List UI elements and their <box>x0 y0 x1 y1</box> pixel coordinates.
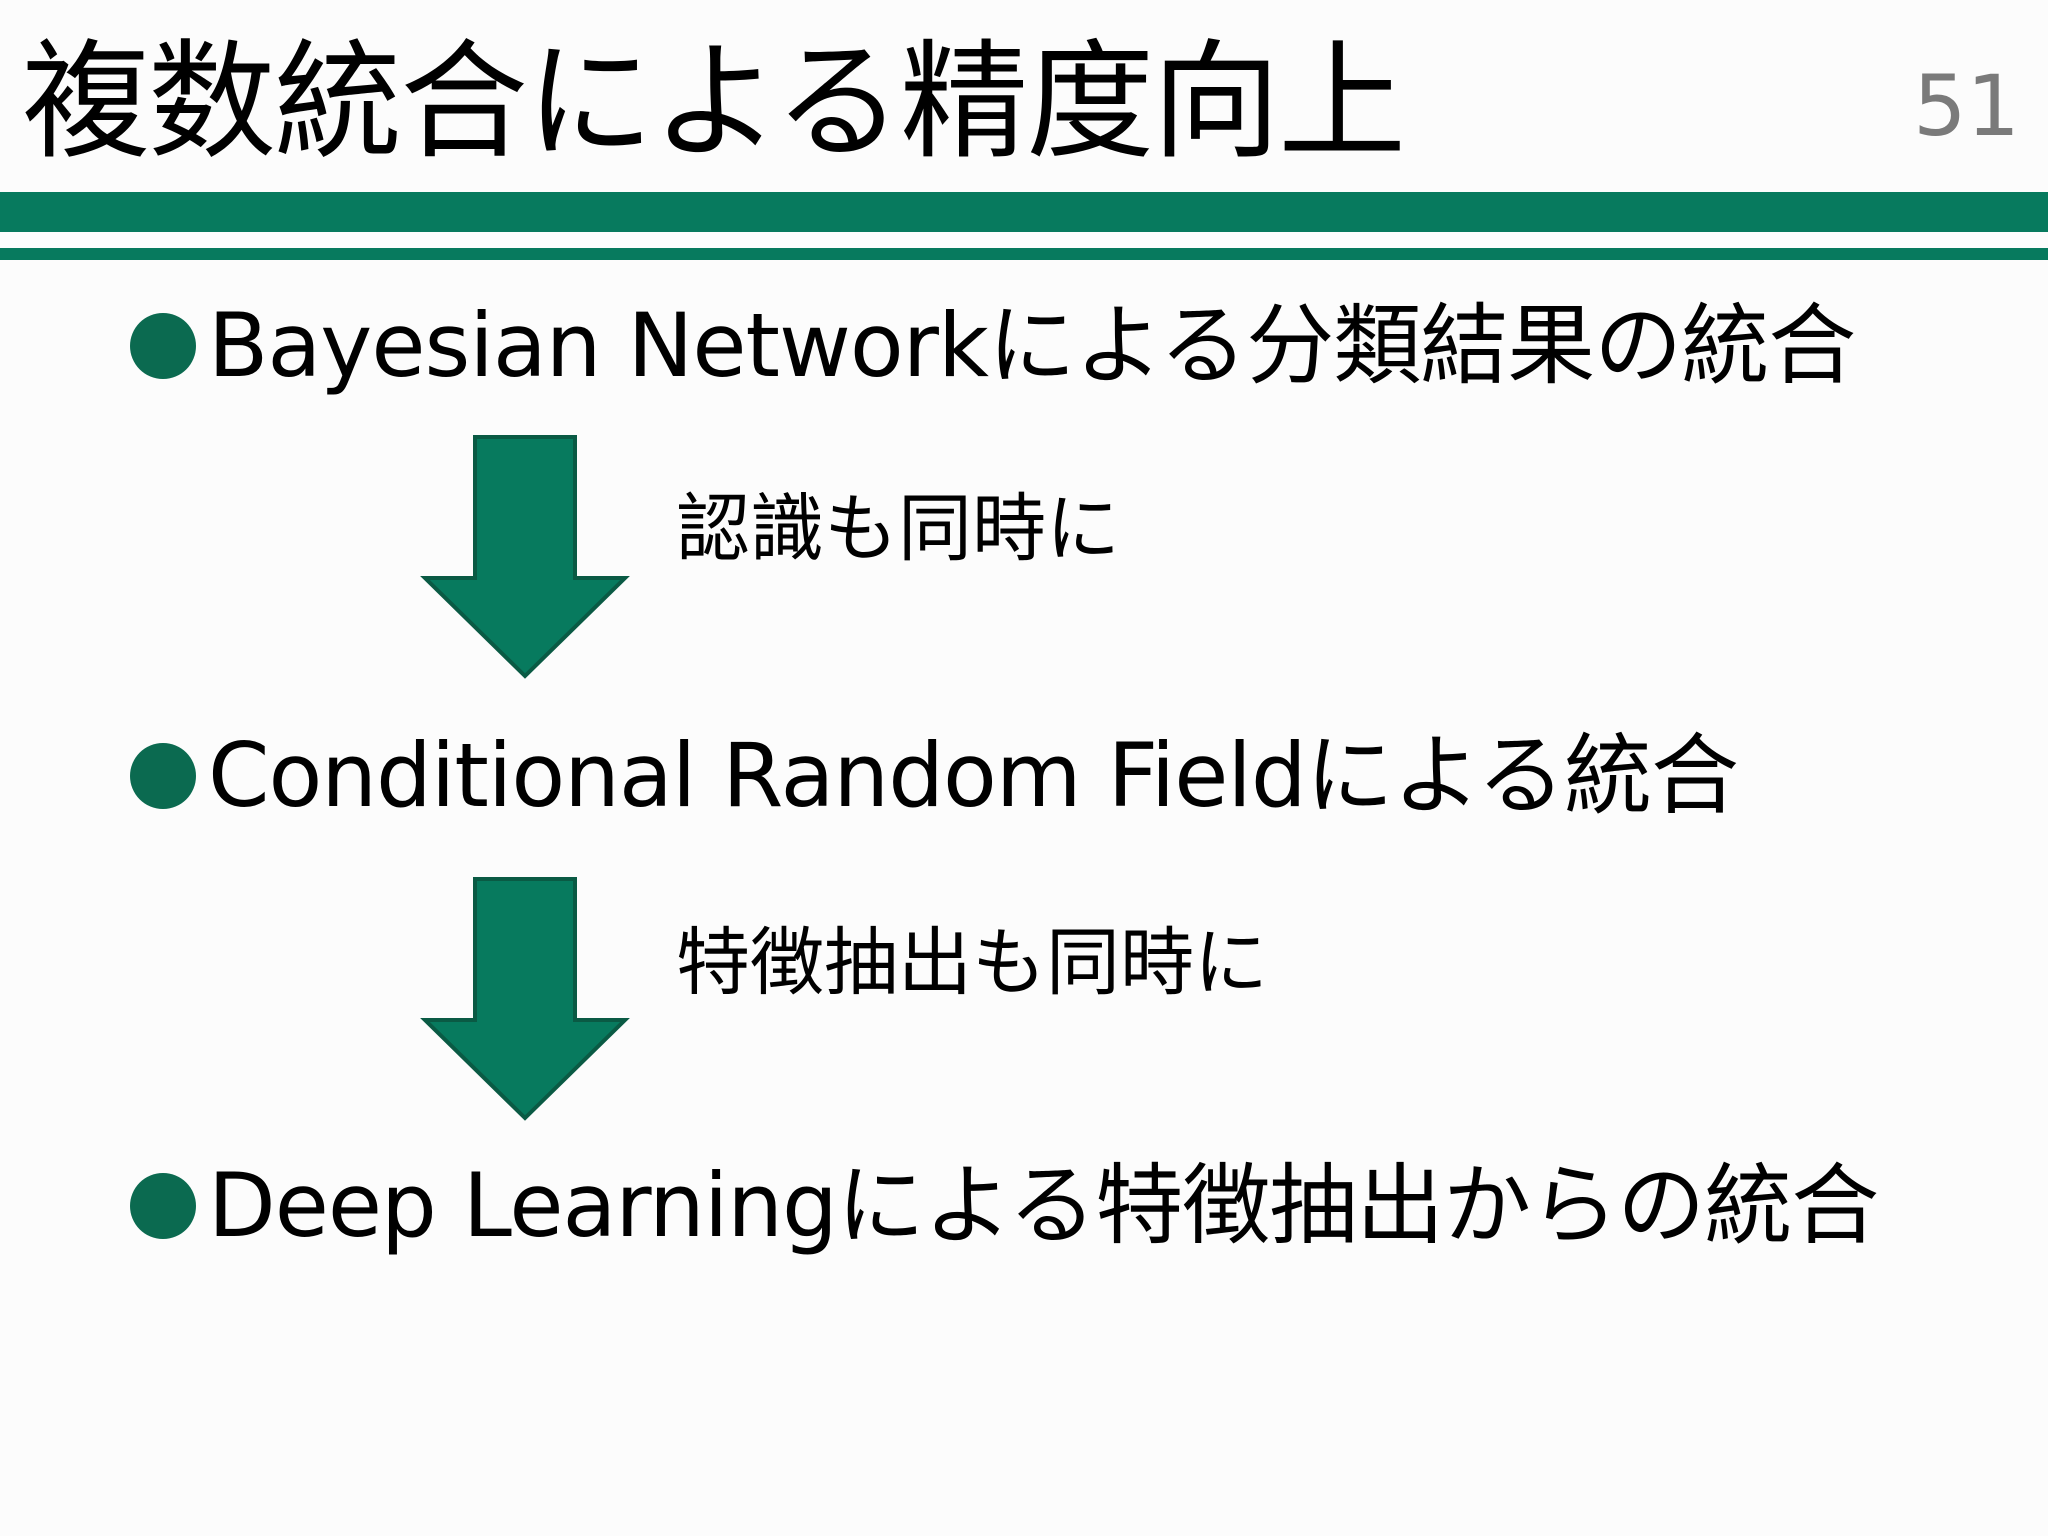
down-arrow-icon <box>420 877 630 1121</box>
bullet-item-crf: Conditional Random Fieldによる統合 <box>130 716 1739 836</box>
bullet-dot <box>130 313 196 379</box>
title-rule-thin <box>0 248 2048 260</box>
bullet-dot <box>130 743 196 809</box>
bullet-item-deep-learning: Deep Learningによる特徴抽出からの統合 <box>130 1146 1879 1266</box>
bullet-item-bayesian: Bayesian Networkによる分類結果の統合 <box>130 286 1856 406</box>
bullet-text: Conditional Random Fieldによる統合 <box>208 724 1739 827</box>
bullet-text: Bayesian Networkによる分類結果の統合 <box>208 294 1856 397</box>
bullet-dot <box>130 1173 196 1239</box>
transition-note-1: 認識も同時に <box>676 486 1120 572</box>
slide-title: 複数統合による精度向上 <box>22 28 1406 177</box>
bullet-text: Deep Learningによる特徴抽出からの統合 <box>208 1154 1879 1257</box>
transition-note-2: 特徴抽出も同時に <box>676 920 1268 1006</box>
title-rule-thick <box>0 192 2048 232</box>
down-arrow-icon <box>420 435 630 679</box>
slide-number: 51 <box>1913 57 2020 155</box>
